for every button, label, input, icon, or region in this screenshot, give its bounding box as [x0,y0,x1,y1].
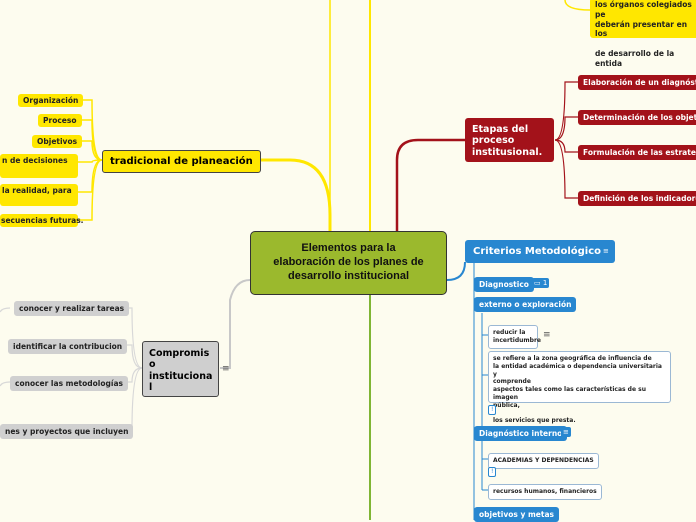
subtopic-realidad[interactable]: la realidad, para [0,184,78,206]
note-organos-colegiados[interactable]: los órganos colegiados pe deberán presen… [590,0,696,68]
subtopic-objetivos-metas[interactable]: objetivos y metas [474,507,559,522]
info-icon[interactable]: ! [488,467,497,477]
subtopic-externo-exploracion[interactable]: externo o exploración [474,297,577,312]
central-topic-text: Elementos para la elaboración de los pla… [273,242,424,282]
subtopic-conocer-metodologias[interactable]: conocer las metodologías [10,376,128,391]
note-icon[interactable]: ≡ [561,427,571,437]
subtopic-estrategias[interactable]: Formulación de las estrategia [578,145,696,160]
subtopic-consecuencias[interactable]: secuencias futuras. [0,214,84,227]
central-topic[interactable]: Elementos para la elaboración de los pla… [250,231,447,295]
topic-criterios-metodologicos[interactable]: Criterios Metodológicos [465,240,615,263]
comment-count: 1 [542,279,548,287]
subtopic-objetivos[interactable]: Objetivos [32,135,83,148]
subtopic-conocer-tareas[interactable]: conocer y realizar tareas [14,301,130,316]
comment-count-badge[interactable]: ▭ 1 [532,278,550,288]
comment-icon: ▭ [534,279,541,287]
info-icon[interactable]: ! [488,405,497,415]
subtopic-diagnostico-interno[interactable]: Diagnóstico interno [474,426,568,441]
leaf-recursos-humanos[interactable]: recursos humanos, financieros [488,484,602,500]
note-icon[interactable]: ≡ [222,364,230,374]
subtopic-decisiones[interactable]: n de decisiones [0,154,78,178]
topic-tradicional-planeacion[interactable]: tradicional de planeación [102,150,261,173]
leaf-academias-dependencias[interactable]: ACADEMIAS Y DEPENDENCIAS [488,453,599,469]
subtopic-diagnostico[interactable]: Diagnostico [474,277,534,292]
subtopic-indicadores[interactable]: Definición de los indicadores [578,191,696,206]
leaf-reducir-incertidumbre[interactable]: reducir la incertidumbre [488,325,541,349]
leaf-zona-geografica[interactable]: se refiere a la zona geográfica de influ… [488,351,671,424]
note-icon[interactable]: ≡ [601,246,611,256]
subtopic-diagnostico[interactable]: Elaboración de un diagnóstic [578,75,696,90]
subtopic-organizacion[interactable]: Organización [18,94,84,107]
subtopic-planes-proyectos[interactable]: nes y proyectos que incluyen [0,424,134,439]
topic-etapas-proceso[interactable]: Etapas del proceso institusional. [465,118,554,162]
subtopic-proceso[interactable]: Proceso [38,114,82,127]
topic-compromiso-institucional[interactable]: Compromis o instituciona l [142,341,219,397]
subtopic-objetivos[interactable]: Determinación de los objetiv [578,110,696,125]
note-icon[interactable]: ≡ [543,330,551,340]
subtopic-identificar-contribucion[interactable]: identificar la contribucion [8,339,128,354]
